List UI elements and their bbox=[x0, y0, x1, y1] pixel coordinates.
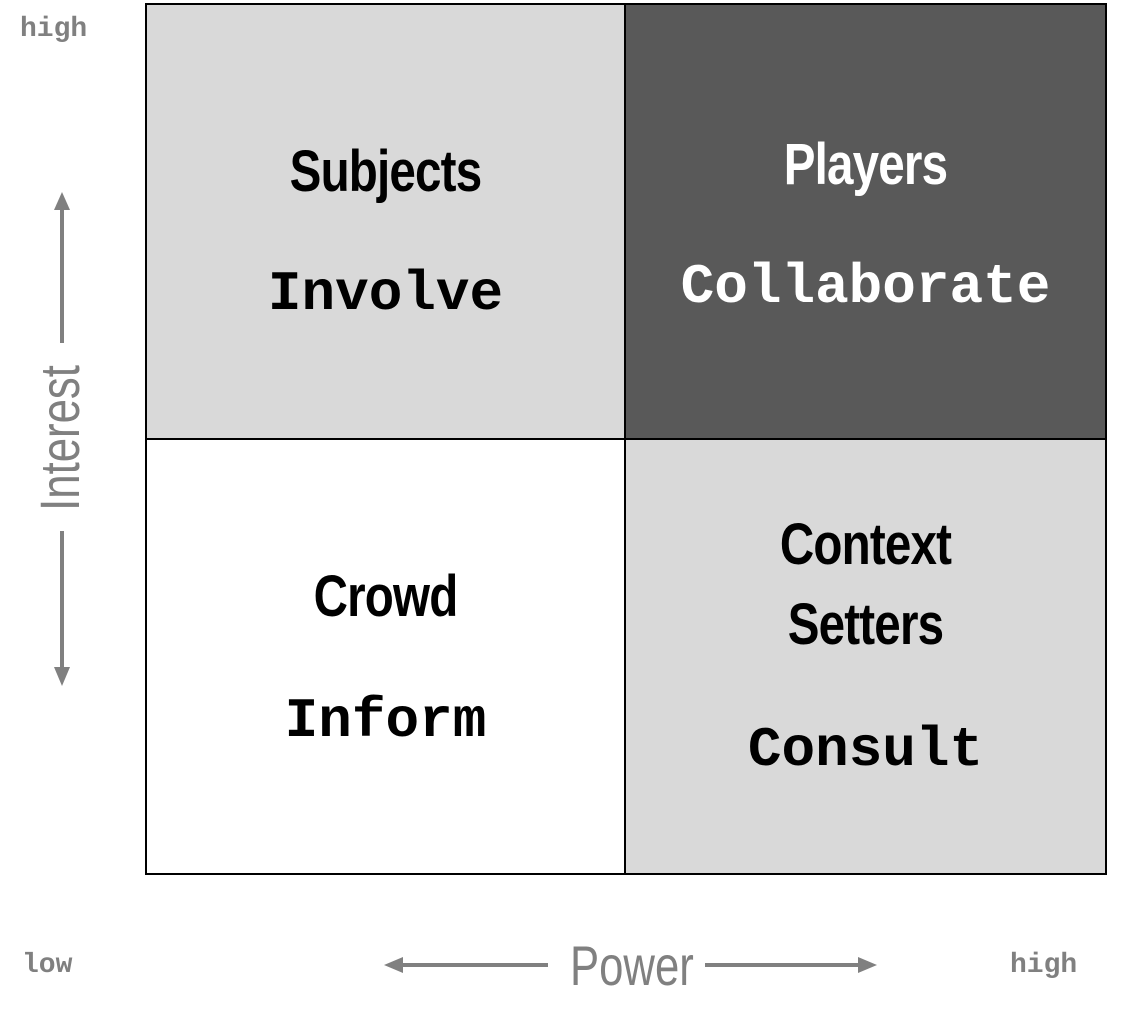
axis-low-label: low bbox=[22, 950, 73, 981]
quadrant-action: Collaborate bbox=[680, 255, 1051, 319]
quadrant-action: Consult bbox=[747, 718, 984, 782]
power-high-label: high bbox=[1010, 950, 1078, 981]
interest-arrow-down-icon bbox=[54, 667, 70, 686]
quadrant-title: Crowd bbox=[313, 564, 459, 629]
quadrant-title: Subjects bbox=[289, 139, 482, 204]
quadrant-action: Involve bbox=[267, 262, 504, 326]
power-axis-label: Power bbox=[570, 934, 694, 997]
quadrant-action: Inform bbox=[284, 689, 487, 753]
quadrant-subjects: Subjects Involve bbox=[147, 5, 626, 440]
quadrant-title: Players bbox=[783, 132, 948, 197]
interest-arrow-up-icon bbox=[54, 192, 70, 210]
quadrant-title: Context Setters bbox=[669, 505, 1062, 665]
power-interest-grid: Subjects Involve Players Collaborate Cro… bbox=[145, 3, 1107, 875]
quadrant-title-line: Setters bbox=[787, 592, 944, 658]
interest-axis-label: Interest bbox=[28, 365, 91, 511]
power-arrow-right-icon bbox=[858, 957, 877, 973]
quadrant-title-line: Context bbox=[779, 512, 952, 577]
quadrant-context-setters: Context Setters Consult bbox=[626, 440, 1105, 873]
interest-high-label: high bbox=[20, 14, 88, 45]
quadrant-players: Players Collaborate bbox=[626, 5, 1105, 440]
power-arrow-left-icon bbox=[384, 957, 403, 973]
quadrant-crowd: Crowd Inform bbox=[147, 440, 626, 873]
